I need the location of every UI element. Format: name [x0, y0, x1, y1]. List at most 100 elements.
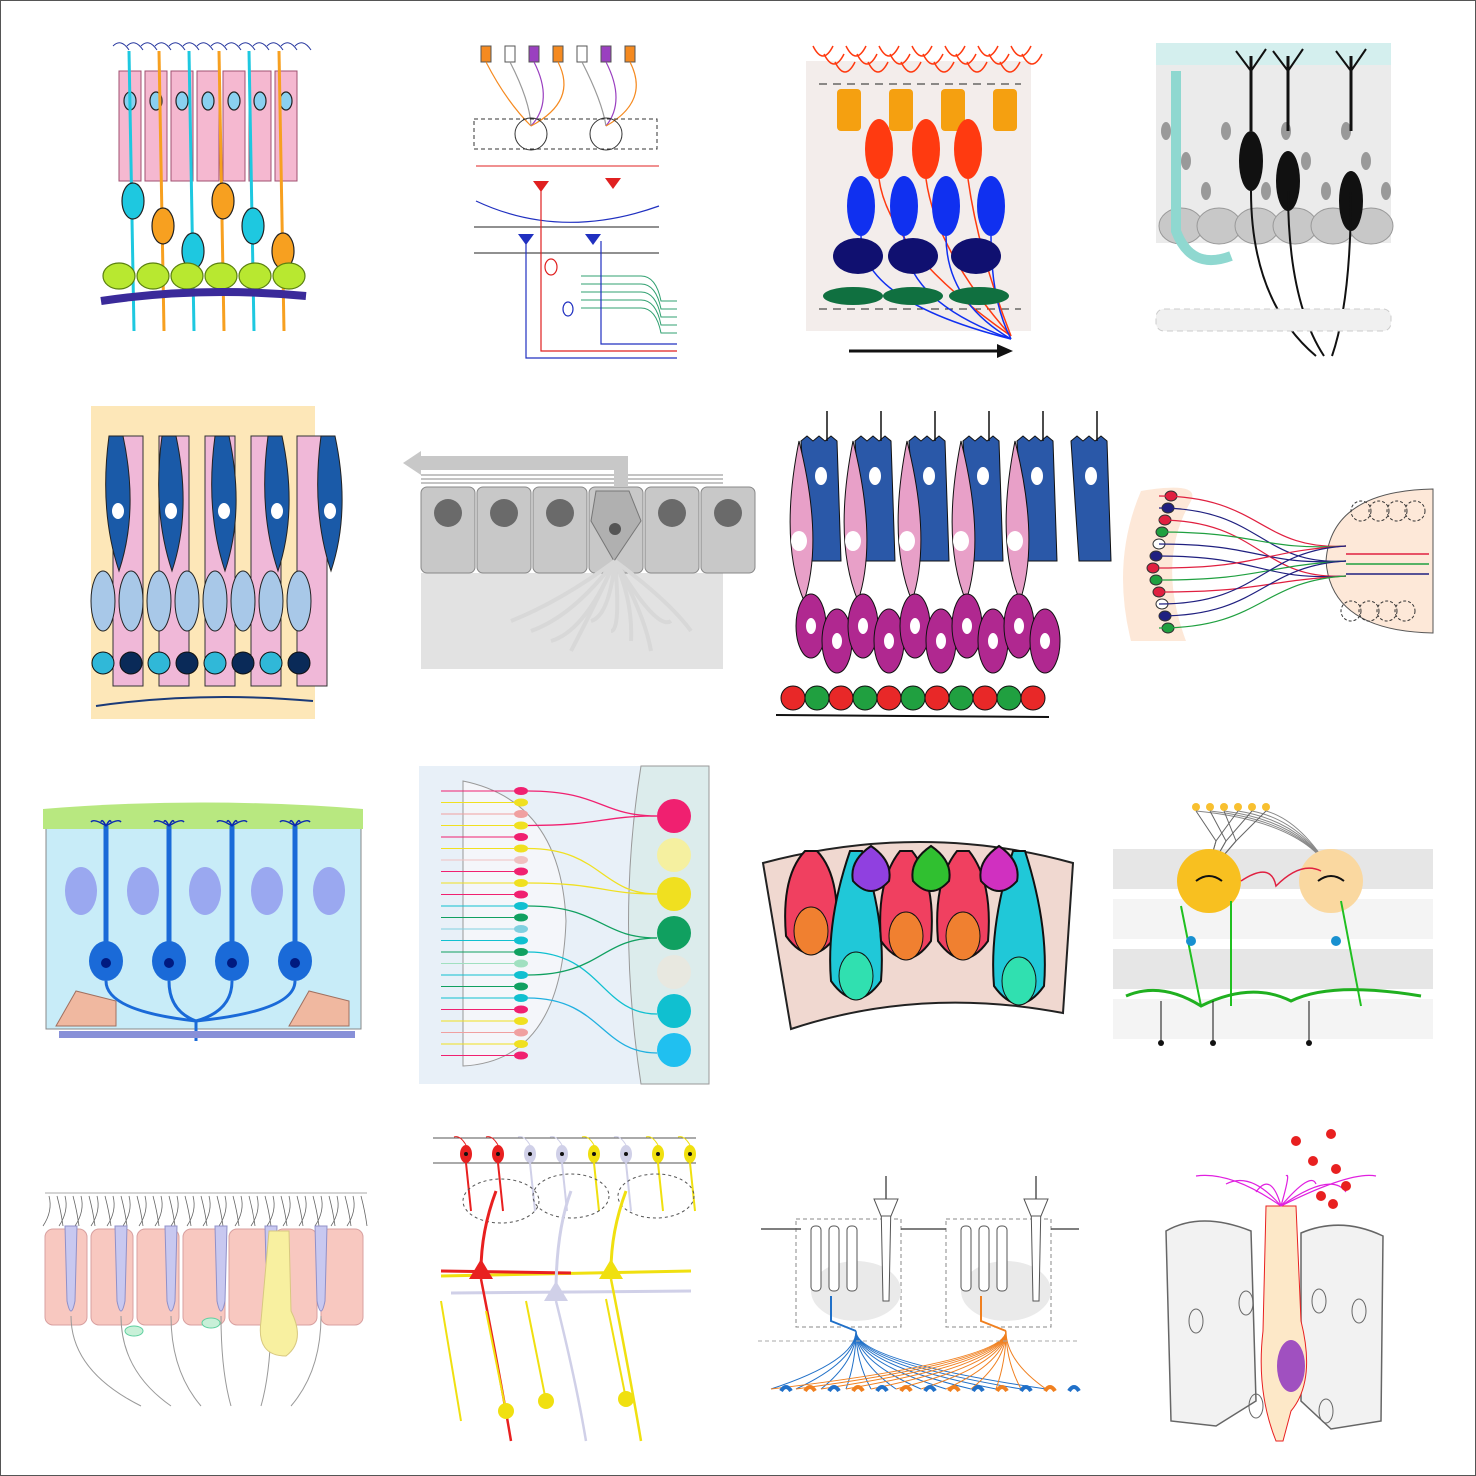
layer-band — [1113, 949, 1433, 989]
neurite — [232, 1195, 240, 1227]
neurite — [485, 1310, 507, 1412]
neurite — [74, 1195, 83, 1227]
basal-cell — [147, 651, 171, 675]
nucleus — [1031, 467, 1043, 485]
neuron — [1276, 151, 1300, 211]
cell-body — [1186, 936, 1196, 946]
nucleus — [1351, 1298, 1367, 1324]
nucleus — [592, 1152, 596, 1156]
basal-cell — [804, 685, 830, 711]
neurite — [168, 1195, 176, 1227]
sustentacular-cell — [889, 89, 913, 131]
nucleus — [910, 618, 920, 634]
layer-band — [1113, 899, 1433, 939]
neurite — [289, 819, 296, 827]
neurite — [770, 1330, 1007, 1390]
neurite — [330, 1195, 339, 1227]
odorant-molecule — [1308, 1156, 1318, 1166]
neurite — [1005, 1330, 1047, 1390]
supporting-cell — [1300, 1224, 1384, 1430]
neurite — [867, 61, 889, 73]
neurite — [830, 1296, 857, 1332]
neuron — [164, 1225, 178, 1312]
nucleus — [815, 467, 827, 485]
cell-body — [951, 238, 1001, 274]
basal-cell — [175, 651, 199, 675]
neurite — [527, 997, 658, 1054]
neurite — [220, 1315, 232, 1407]
neurite — [440, 1269, 572, 1275]
neurite — [1331, 190, 1352, 357]
cell-body — [151, 207, 175, 245]
basal-cell — [124, 1325, 144, 1337]
neuron — [514, 821, 528, 830]
neurite — [527, 882, 658, 895]
cell — [996, 1225, 1008, 1292]
neurite — [1335, 48, 1367, 73]
glomerulus — [1350, 500, 1372, 522]
single-neuron-in-epithelium — [1165, 1129, 1384, 1442]
neurite — [298, 1195, 307, 1227]
neurite — [194, 980, 297, 1041]
cell-body — [954, 119, 982, 179]
immature-neuron — [230, 570, 256, 632]
cell-body — [204, 262, 238, 290]
glomerulus — [514, 117, 548, 151]
terminal — [803, 1385, 817, 1393]
neurite — [527, 790, 658, 817]
neurite — [210, 42, 228, 51]
neurite — [106, 1195, 115, 1227]
nucleus — [1301, 152, 1311, 170]
neurite — [182, 42, 200, 51]
nucleus — [1248, 1393, 1264, 1419]
neurite — [581, 291, 677, 318]
neurite — [581, 61, 607, 127]
neuron — [514, 1005, 528, 1014]
neurite — [834, 61, 856, 73]
presynaptic-cell — [911, 844, 951, 892]
neurite — [1158, 545, 1347, 569]
nucleus — [164, 958, 174, 968]
neurite — [250, 1195, 259, 1227]
odorant-molecule — [1328, 1199, 1338, 1209]
glomerulus — [1358, 600, 1380, 622]
nucleus — [251, 867, 283, 915]
neurite — [42, 1195, 51, 1227]
glomerulus — [657, 994, 691, 1028]
bulb-mitral-cells — [1113, 803, 1433, 1046]
neurite — [613, 1136, 627, 1146]
neurite — [1158, 519, 1347, 577]
basal-cell — [948, 685, 974, 711]
neurite — [1225, 1179, 1282, 1207]
immature-neuron — [118, 570, 144, 632]
nucleus — [271, 503, 283, 519]
cell-body — [833, 238, 883, 274]
neurite — [90, 819, 107, 827]
nucleus — [1238, 1290, 1254, 1316]
nucleus — [165, 503, 177, 519]
nucleus — [977, 467, 989, 485]
mucus — [43, 802, 363, 829]
neuron — [514, 902, 528, 910]
cell-body — [883, 287, 943, 305]
gray-epithelium-black-neurons — [1155, 43, 1394, 357]
nucleus — [888, 911, 924, 961]
neurite — [238, 42, 256, 51]
neurite — [870, 1330, 1007, 1390]
odorant-molecule — [1326, 1129, 1336, 1139]
nucleus — [845, 531, 861, 551]
supporting-cell — [196, 70, 220, 182]
neurite — [216, 819, 233, 827]
cell-body — [238, 262, 272, 290]
terminal — [923, 1385, 937, 1393]
cell-body — [272, 262, 306, 290]
neurite — [1158, 531, 1347, 548]
nucleus — [609, 523, 621, 535]
neurite — [812, 45, 834, 57]
glomerulus — [1394, 600, 1416, 622]
glomerulus — [657, 877, 691, 911]
neurite — [479, 1190, 498, 1272]
basal-cell — [780, 685, 806, 711]
cell-body — [201, 91, 215, 111]
